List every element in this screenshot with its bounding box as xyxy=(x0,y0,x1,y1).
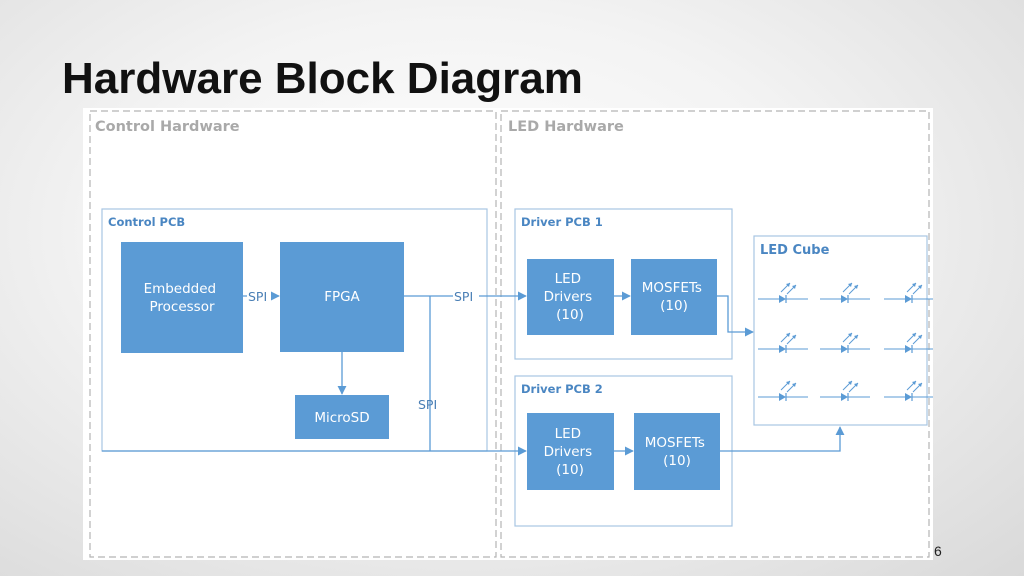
embedded-processor-label: Embedded Processor xyxy=(144,281,221,315)
led-drivers-1-label: LED Drivers (10) xyxy=(544,271,597,323)
led-cube-grid xyxy=(758,282,933,401)
led-diode-icon xyxy=(758,380,808,401)
microsd-block xyxy=(295,395,389,439)
microsd-label: MicroSD xyxy=(314,410,369,426)
fpga-block xyxy=(280,242,404,352)
mosfets2-to-cube-line xyxy=(719,426,845,452)
led-diode-icon xyxy=(820,332,870,353)
led-cube-label: LED Cube xyxy=(760,243,830,258)
led-diode-icon xyxy=(820,380,870,401)
led-diode-icon xyxy=(884,282,933,303)
driver-pcb-2-label: Driver PCB 2 xyxy=(521,382,603,396)
led-diode-icon xyxy=(884,332,933,353)
mosfets-2-label: MOSFETs (10) xyxy=(645,435,709,469)
led-hardware-region xyxy=(500,110,930,558)
led-diode-icon xyxy=(758,282,808,303)
led-drivers-1-block xyxy=(527,259,614,335)
control-hardware-label: Control Hardware xyxy=(95,119,240,135)
spi-label-fpga-driver1: SPI xyxy=(454,289,473,304)
led-cube-frame xyxy=(753,235,928,426)
led-diode-icon xyxy=(758,332,808,353)
slide-title: Hardware Block Diagram xyxy=(62,54,583,103)
hardware-block-diagram: Control Hardware LED Hardware Control PC… xyxy=(83,108,933,560)
mosfets1-to-cube-line xyxy=(716,295,754,337)
control-hardware-region xyxy=(89,110,497,558)
control-pcb-label: Control PCB xyxy=(108,215,185,229)
spi-label-proc-fpga: SPI xyxy=(248,289,267,304)
spi-label-fpga-driver2: SPI xyxy=(418,397,437,412)
driver-pcb-1-label: Driver PCB 1 xyxy=(521,215,603,229)
led-diode-icon xyxy=(820,282,870,303)
led-diode-icon xyxy=(884,380,933,401)
page-number: 6 xyxy=(934,543,942,559)
embedded-processor-block xyxy=(121,242,243,353)
mosfets-1-block xyxy=(631,259,717,335)
led-drivers-2-label: LED Drivers (10) xyxy=(544,426,597,478)
mosfets-1-label: MOSFETs (10) xyxy=(642,280,706,314)
led-drivers-2-block xyxy=(527,413,614,490)
led-hardware-label: LED Hardware xyxy=(508,119,624,135)
mosfets-2-block xyxy=(634,413,720,490)
fpga-label: FPGA xyxy=(324,289,360,305)
